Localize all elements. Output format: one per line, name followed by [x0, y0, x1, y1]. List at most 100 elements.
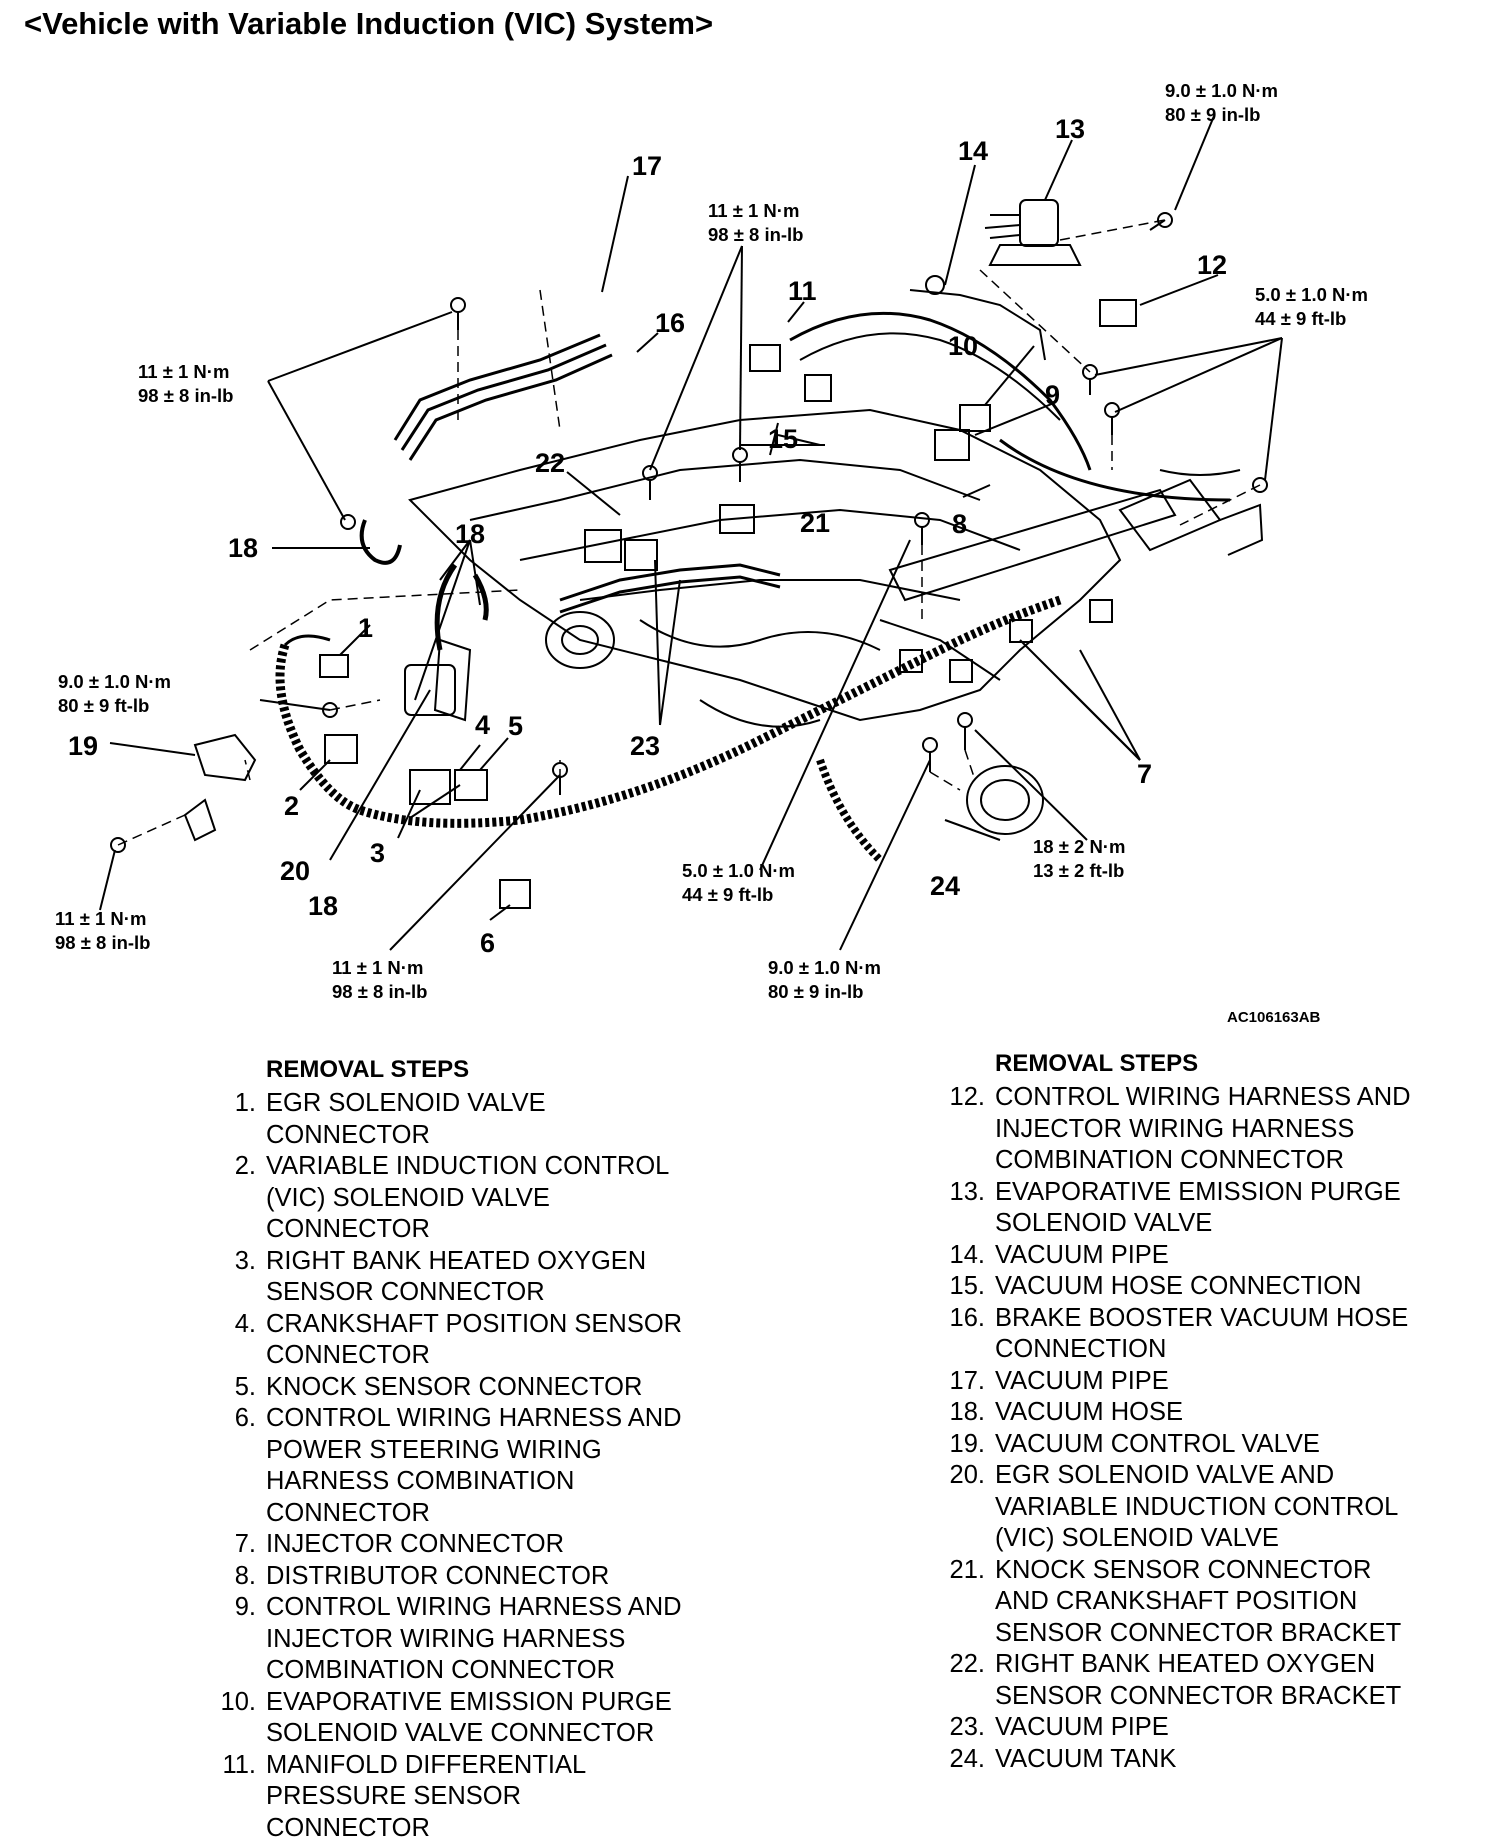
- step-number: 17.: [939, 1366, 995, 1398]
- callout-21: 21: [800, 508, 830, 538]
- removal-step: 16.BRAKE BOOSTER VACUUM HOSE CONNECTION: [939, 1303, 1459, 1366]
- removal-step: 21.KNOCK SENSOR CONNECTOR AND CRANKSHAFT…: [939, 1555, 1459, 1650]
- callout-4: 4: [475, 710, 490, 740]
- removal-step: 17.VACUUM PIPE: [939, 1366, 1459, 1398]
- step-number: 23.: [939, 1712, 995, 1744]
- torque-label: 80 ± 9 in-lb: [1165, 104, 1260, 125]
- step-text: VACUUM HOSE: [995, 1397, 1459, 1429]
- torque-label: 44 ± 9 ft-lb: [1255, 308, 1346, 329]
- callout-12: 12: [1197, 250, 1227, 280]
- torque-label: 11 ± 1 N·m: [138, 361, 229, 382]
- torque-label: 98 ± 8 in-lb: [138, 385, 233, 406]
- removal-steps-heading: REMOVAL STEPS: [210, 1056, 730, 1084]
- callout-6: 6: [480, 928, 495, 958]
- step-number: 11.: [210, 1750, 266, 1844]
- step-text: RIGHT BANK HEATED OXYGEN SENSOR CONNECTO…: [266, 1246, 730, 1309]
- connector-11: [750, 345, 780, 371]
- removal-step: 18.VACUUM HOSE: [939, 1397, 1459, 1429]
- torque-label: 18 ± 2 N·m: [1033, 836, 1125, 857]
- torque-label: 98 ± 8 in-lb: [332, 981, 427, 1002]
- callout-20: 20: [280, 856, 310, 886]
- callout-7: 7: [1137, 759, 1152, 789]
- step-text: VACUUM CONTROL VALVE: [995, 1429, 1459, 1461]
- step-number: 18.: [939, 1397, 995, 1429]
- torque-label: 44 ± 9 ft-lb: [682, 884, 773, 905]
- callout-18c: 18: [308, 891, 338, 921]
- torque-label: 11 ± 1 N·m: [708, 200, 799, 221]
- callout-10: 10: [948, 331, 978, 361]
- step-text: CONTROL WIRING HARNESS AND INJECTOR WIRI…: [266, 1592, 730, 1687]
- torque-label: 13 ± 2 ft-lb: [1033, 860, 1124, 881]
- removal-step: 5.KNOCK SENSOR CONNECTOR: [210, 1372, 730, 1404]
- removal-step: 8.DISTRIBUTOR CONNECTOR: [210, 1561, 730, 1593]
- step-number: 24.: [939, 1744, 995, 1776]
- torque-label: 11 ± 1 N·m: [332, 957, 423, 978]
- callout-18b: 18: [455, 519, 485, 549]
- removal-steps-right: REMOVAL STEPS 12.CONTROL WIRING HARNESS …: [939, 1050, 1459, 1775]
- step-text: VARIABLE INDUCTION CONTROL (VIC) SOLENOI…: [266, 1151, 730, 1246]
- step-text: VACUUM TANK: [995, 1744, 1459, 1776]
- step-text: VACUUM PIPE: [995, 1240, 1459, 1272]
- leader-lines: [100, 116, 1282, 950]
- step-number: 15.: [939, 1271, 995, 1303]
- connector-12: [1100, 300, 1136, 326]
- removal-steps-left: REMOVAL STEPS 1.EGR SOLENOID VALVE CONNE…: [210, 1056, 730, 1844]
- step-number: 16.: [939, 1303, 995, 1366]
- callout-17: 17: [632, 151, 662, 181]
- callout-24: 24: [930, 871, 960, 901]
- step-text: KNOCK SENSOR CONNECTOR: [266, 1372, 730, 1404]
- removal-step: 4.CRANKSHAFT POSITION SENSOR CONNECTOR: [210, 1309, 730, 1372]
- callout-9: 9: [1045, 380, 1060, 410]
- step-number: 9.: [210, 1592, 266, 1687]
- removal-step: 13.EVAPORATIVE EMISSION PURGE SOLENOID V…: [939, 1177, 1459, 1240]
- removal-step: 14.VACUUM PIPE: [939, 1240, 1459, 1272]
- callout-3: 3: [370, 838, 385, 868]
- removal-step: 1.EGR SOLENOID VALVE CONNECTOR: [210, 1088, 730, 1151]
- step-text: CONTROL WIRING HARNESS AND POWER STEERIN…: [266, 1403, 730, 1529]
- removal-step: 10.EVAPORATIVE EMISSION PURGE SOLENOID V…: [210, 1687, 730, 1750]
- exploded-diagram: 1 2 3 4 5 6 7 8 9 10 11 12 13 14 15 16 1…: [0, 0, 1504, 1040]
- removal-step: 22.RIGHT BANK HEATED OXYGEN SENSOR CONNE…: [939, 1649, 1459, 1712]
- torque-label: 80 ± 9 in-lb: [768, 981, 863, 1002]
- step-text: DISTRIBUTOR CONNECTOR: [266, 1561, 730, 1593]
- step-number: 8.: [210, 1561, 266, 1593]
- step-number: 19.: [939, 1429, 995, 1461]
- bolts: [111, 213, 1267, 852]
- callout-14: 14: [958, 136, 988, 166]
- callout-labels: 1 2 3 4 5 6 7 8 9 10 11 12 13 14 15 16 1…: [68, 114, 1227, 958]
- injector-rail: [890, 490, 1175, 600]
- callout-19: 19: [68, 731, 98, 761]
- callout-23: 23: [630, 731, 660, 761]
- connector-2: [325, 735, 357, 763]
- step-text: BRAKE BOOSTER VACUUM HOSE CONNECTION: [995, 1303, 1459, 1366]
- vacuum-control-valve: [195, 735, 255, 780]
- step-text: EVAPORATIVE EMISSION PURGE SOLENOID VALV…: [995, 1177, 1459, 1240]
- step-text: MANIFOLD DIFFERENTIAL PRESSURE SENSOR CO…: [266, 1750, 730, 1844]
- removal-step: 2.VARIABLE INDUCTION CONTROL (VIC) SOLEN…: [210, 1151, 730, 1246]
- torque-label: 9.0 ± 1.0 N·m: [58, 671, 171, 692]
- purge-solenoid-13: [1020, 200, 1058, 246]
- removal-step: 3.RIGHT BANK HEATED OXYGEN SENSOR CONNEC…: [210, 1246, 730, 1309]
- figure-code: AC106163AB: [1227, 1009, 1321, 1026]
- callout-1: 1: [358, 613, 373, 643]
- step-number: 20.: [939, 1460, 995, 1555]
- step-text: INJECTOR CONNECTOR: [266, 1529, 730, 1561]
- callout-2: 2: [284, 791, 299, 821]
- torque-label: 98 ± 8 in-lb: [708, 224, 803, 245]
- torque-label: 9.0 ± 1.0 N·m: [1165, 80, 1278, 101]
- torque-label: 5.0 ± 1.0 N·m: [682, 860, 795, 881]
- step-text: EGR SOLENOID VALVE AND VARIABLE INDUCTIO…: [995, 1460, 1459, 1555]
- callout-5: 5: [508, 711, 523, 741]
- step-text: VACUUM PIPE: [995, 1712, 1459, 1744]
- connector-1: [320, 655, 348, 677]
- connector-10: [960, 405, 990, 431]
- wiring-harness: [280, 600, 1060, 823]
- step-number: 14.: [939, 1240, 995, 1272]
- step-number: 13.: [939, 1177, 995, 1240]
- step-number: 12.: [939, 1082, 995, 1177]
- removal-step: 7.INJECTOR CONNECTOR: [210, 1529, 730, 1561]
- vacuum-tank: [967, 766, 1043, 834]
- removal-steps-heading: REMOVAL STEPS: [939, 1050, 1459, 1078]
- step-text: EVAPORATIVE EMISSION PURGE SOLENOID VALV…: [266, 1687, 730, 1750]
- step-text: EGR SOLENOID VALVE CONNECTOR: [266, 1088, 730, 1151]
